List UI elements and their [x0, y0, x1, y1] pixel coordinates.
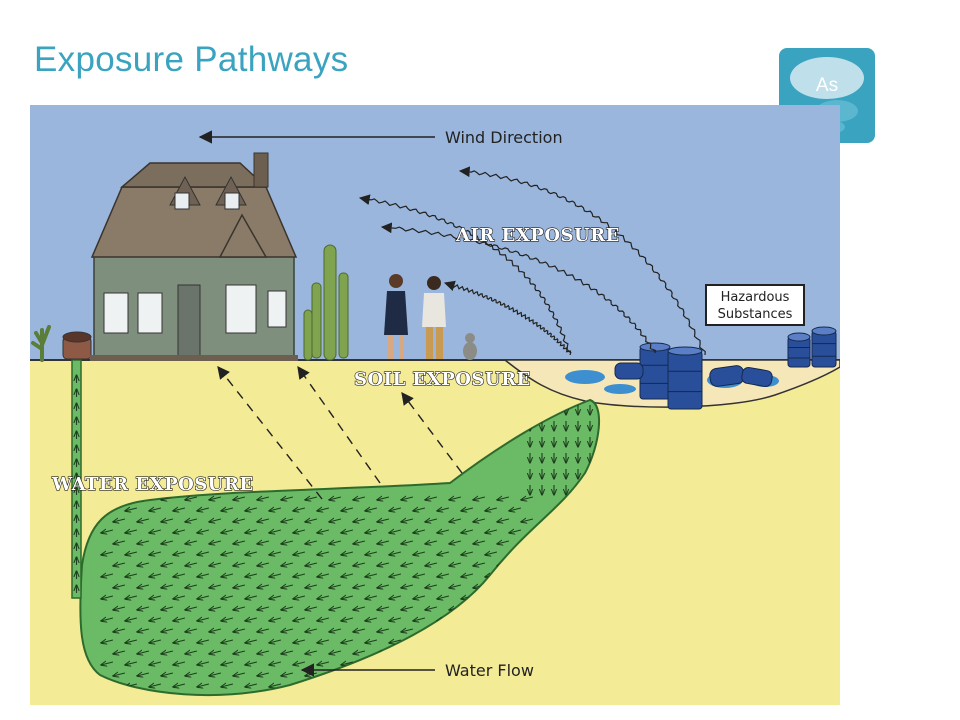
- wind-direction-label: Wind Direction: [445, 128, 563, 147]
- badge-symbol: As: [815, 75, 839, 96]
- cat: [463, 333, 477, 360]
- spill-puddle: [565, 370, 605, 384]
- hazardous-box: [705, 284, 805, 326]
- air-exposure-arrows: [358, 166, 706, 356]
- hazardous-label-line2: Substances: [718, 307, 793, 322]
- waste-barrels: [614, 326, 837, 410]
- air-exposure-label: AIR EXPOSURE: [455, 225, 620, 246]
- well-head-top: [62, 331, 92, 343]
- cactus: [303, 244, 349, 361]
- spill-puddle: [604, 384, 636, 394]
- house: [90, 152, 298, 361]
- water-flow-label: Water Flow: [445, 661, 534, 680]
- badge-bubble: [790, 57, 864, 99]
- exposure-diagram: Hazardous Substances Wind Direction AIR …: [30, 105, 840, 705]
- soil-exposure-arrows: [217, 365, 463, 500]
- shrub: [31, 325, 51, 362]
- person-woman: [384, 274, 408, 359]
- page-title: Exposure Pathways: [34, 40, 349, 79]
- soil-exposure-label: SOIL EXPOSURE: [354, 369, 531, 390]
- diagram-svg: Hazardous Substances Wind Direction AIR …: [30, 105, 840, 705]
- hazardous-label-line1: Hazardous: [721, 290, 790, 305]
- water-exposure-label: WATER EXPOSURE: [51, 474, 254, 495]
- person-man: [422, 276, 446, 359]
